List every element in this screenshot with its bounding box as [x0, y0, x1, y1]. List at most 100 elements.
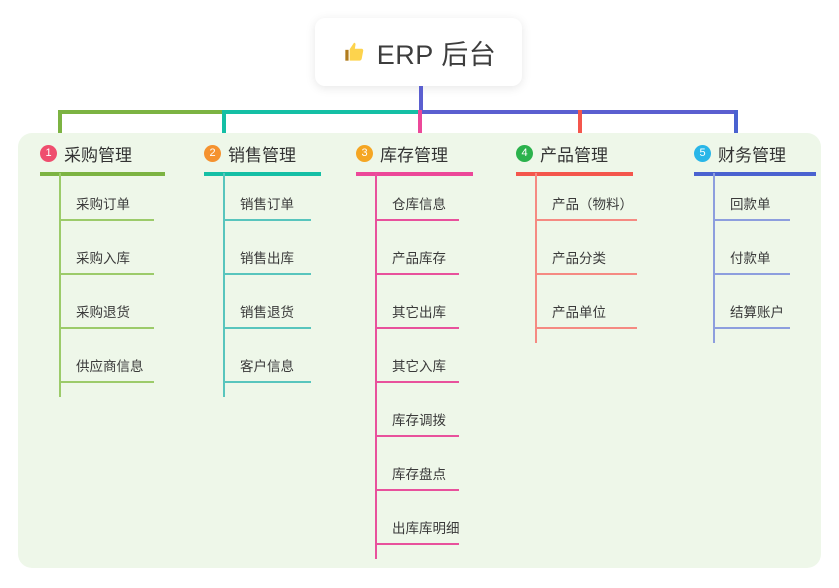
leaf-underline: [375, 543, 459, 545]
root-node-title: ERP 后台: [376, 39, 497, 70]
leaf-underline: [59, 219, 154, 221]
connector-drop-5: [734, 110, 738, 142]
leaf-label: 采购退货: [76, 305, 130, 320]
leaf-label: 其它出库: [392, 305, 446, 320]
connector-drop-1: [58, 110, 62, 142]
leaf-spine-5: [713, 173, 715, 343]
leaf-underline: [535, 327, 637, 329]
leaf-label: 销售订单: [240, 197, 294, 212]
branch-column-sales: 2 销售管理 销售订单 销售出库 销售退货 客户信息: [204, 133, 364, 397]
connector-bus-segment-green: [58, 110, 224, 114]
leaf-spine-3: [375, 173, 377, 559]
branch-column-product: 4 产品管理 产品（物料） 产品分类 产品单位: [516, 133, 676, 343]
leaf-label: 库存盘点: [392, 467, 446, 482]
leaf-label: 回款单: [730, 197, 771, 212]
root-node-card[interactable]: ERP 后台: [315, 18, 522, 86]
leaf-underline: [223, 273, 311, 275]
leaf-label: 产品单位: [552, 305, 606, 320]
leaf-item[interactable]: 回款单: [694, 181, 834, 235]
leaf-underline: [375, 327, 459, 329]
leaf-underline: [223, 219, 311, 221]
branch-badge-2: 2: [204, 144, 221, 162]
leaf-label: 产品库存: [392, 251, 446, 266]
leaf-item[interactable]: 产品库存: [356, 235, 516, 289]
leaf-underline: [535, 273, 637, 275]
thumbs-up-icon: [341, 39, 367, 65]
branch-underline-5: [694, 172, 816, 176]
leaf-label: 产品（物料）: [552, 197, 633, 212]
leaf-underline: [223, 327, 311, 329]
leaf-list-1: 采购订单 采购入库 采购退货 供应商信息: [40, 173, 206, 397]
leaf-item[interactable]: 采购入库: [40, 235, 206, 289]
leaf-item[interactable]: 出库库明细: [356, 505, 516, 559]
branch-badge-4: 4: [516, 144, 533, 162]
leaf-item[interactable]: 仓库信息: [356, 181, 516, 235]
leaf-label: 付款单: [730, 251, 771, 266]
leaf-item[interactable]: 产品分类: [516, 235, 676, 289]
leaf-underline: [713, 273, 790, 275]
leaf-label: 供应商信息: [76, 359, 144, 374]
leaf-underline: [713, 327, 790, 329]
branch-header-inventory[interactable]: 3 库存管理: [356, 133, 516, 173]
leaf-item[interactable]: 销售退货: [204, 289, 364, 343]
leaf-underline: [375, 435, 459, 437]
leaf-spine-4: [535, 173, 537, 343]
leaf-item[interactable]: 库存盘点: [356, 451, 516, 505]
leaf-label: 仓库信息: [392, 197, 446, 212]
leaf-label: 结算账户: [730, 305, 784, 320]
leaf-spine-2: [223, 173, 225, 397]
branch-underline-1: [40, 172, 165, 176]
leaf-underline: [375, 381, 459, 383]
leaf-item[interactable]: 销售订单: [204, 181, 364, 235]
leaf-list-5: 回款单 付款单 结算账户: [694, 173, 834, 343]
leaf-item[interactable]: 产品单位: [516, 289, 676, 343]
leaf-label: 采购订单: [76, 197, 130, 212]
branch-badge-5: 5: [694, 144, 711, 162]
leaf-item[interactable]: 其它入库: [356, 343, 516, 397]
leaf-spine-1: [59, 173, 61, 397]
connector-drop-2: [222, 110, 226, 142]
leaf-item[interactable]: 销售出库: [204, 235, 364, 289]
leaf-label: 其它入库: [392, 359, 446, 374]
leaf-list-4: 产品（物料） 产品分类 产品单位: [516, 173, 676, 343]
branch-underline-2: [204, 172, 321, 176]
branch-underline-3: [356, 172, 473, 176]
branch-title-4: 产品管理: [540, 145, 608, 165]
branch-header-finance[interactable]: 5 财务管理: [694, 133, 834, 173]
leaf-label: 出库库明细: [392, 521, 460, 536]
leaf-underline: [713, 219, 790, 221]
leaf-label: 采购入库: [76, 251, 130, 266]
leaf-underline: [375, 489, 459, 491]
branch-header-purchasing[interactable]: 1 采购管理: [40, 133, 206, 173]
leaf-item[interactable]: 客户信息: [204, 343, 364, 397]
branch-column-finance: 5 财务管理 回款单 付款单 结算账户: [694, 133, 834, 343]
leaf-item[interactable]: 库存调拨: [356, 397, 516, 451]
branch-title-3: 库存管理: [380, 145, 448, 165]
leaf-item[interactable]: 采购订单: [40, 181, 206, 235]
leaf-underline: [59, 327, 154, 329]
leaf-label: 产品分类: [552, 251, 606, 266]
leaf-item[interactable]: 产品（物料）: [516, 181, 676, 235]
leaf-label: 销售出库: [240, 251, 294, 266]
leaf-list-2: 销售订单 销售出库 销售退货 客户信息: [204, 173, 364, 397]
leaf-item[interactable]: 付款单: [694, 235, 834, 289]
leaf-item[interactable]: 结算账户: [694, 289, 834, 343]
leaf-label: 销售退货: [240, 305, 294, 320]
leaf-item[interactable]: 供应商信息: [40, 343, 206, 397]
leaf-underline: [223, 381, 311, 383]
leaf-item[interactable]: 其它出库: [356, 289, 516, 343]
leaf-underline: [59, 381, 154, 383]
branch-header-product[interactable]: 4 产品管理: [516, 133, 676, 173]
branch-header-sales[interactable]: 2 销售管理: [204, 133, 364, 173]
leaf-item[interactable]: 采购退货: [40, 289, 206, 343]
branch-title-1: 采购管理: [64, 145, 132, 165]
branch-title-5: 财务管理: [718, 145, 786, 165]
branch-badge-1: 1: [40, 144, 57, 162]
branch-column-inventory: 3 库存管理 仓库信息 产品库存 其它出库 其它入库 库存调拨: [356, 133, 516, 559]
branch-title-2: 销售管理: [228, 145, 296, 165]
leaf-underline: [375, 273, 459, 275]
branch-badge-3: 3: [356, 144, 373, 162]
branch-underline-4: [516, 172, 633, 176]
leaf-underline: [535, 219, 637, 221]
leaf-label: 库存调拨: [392, 413, 446, 428]
